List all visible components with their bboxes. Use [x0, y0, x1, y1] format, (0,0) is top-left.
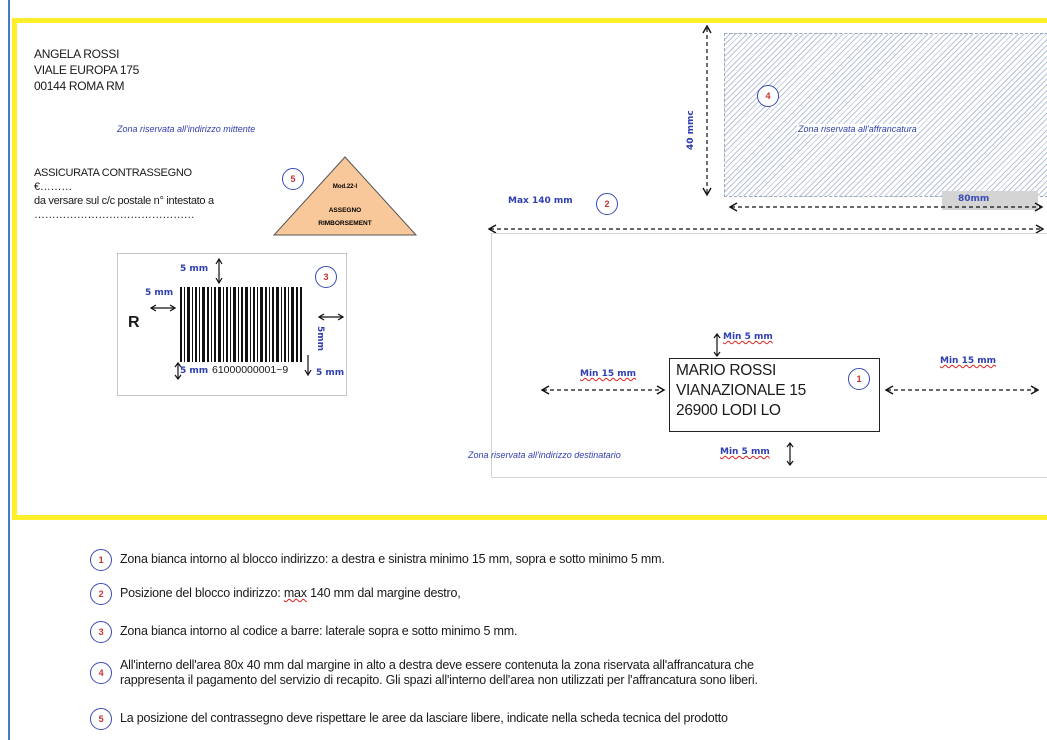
marker-4: 4: [757, 85, 779, 107]
triangle-mod: Mod.22-I: [333, 184, 358, 190]
min15-right-arrow-icon: [884, 385, 1040, 395]
legend-marker-5: 5: [90, 708, 112, 730]
marker-5: 5: [282, 168, 304, 190]
recipient-street: VIANAZIONALE 15: [676, 382, 806, 399]
barcode-right-margin: 5mm: [315, 326, 325, 352]
stamp-zone-label: Zona riservata all'affrancatura: [797, 124, 918, 134]
height-40-arrow-icon: [702, 25, 712, 197]
barcode-bottom-left-margin: 5 mm: [180, 366, 209, 376]
sender-city: 00144 ROMA RM: [34, 79, 125, 93]
min5-bottom-label: Min 5 mm: [720, 447, 770, 457]
recipient-zone-label: Zona riservata all'indirizzo destinatari…: [468, 450, 621, 460]
recipient-address-block: MARIO ROSSI VIANAZIONALE 15 26900 LODI L…: [669, 358, 880, 432]
cod-triangle: Mod.22-I ASSEGNO RIMBORSEMENT: [272, 156, 418, 236]
min5-top-text: Min 5 mm: [723, 332, 773, 342]
triangle-line1: ASSEGNO: [329, 207, 362, 214]
stamp-zone: [724, 33, 1047, 197]
min15-right-label: Min 15 mm: [940, 356, 996, 366]
legend-text-1: Zona bianca intorno al blocco indirizzo:…: [120, 552, 665, 566]
marker-1: 1: [848, 368, 870, 390]
legend-text-4a: All'interno dell'area 80x 40 mm dal marg…: [120, 658, 754, 672]
legend-text-2c: 140 mm dal margine destro,: [306, 586, 461, 600]
marker-2: 2: [596, 193, 618, 215]
recipient-name: MARIO ROSSI: [676, 362, 777, 379]
cod-title: ASSICURATA CONTRASSEGNO: [34, 167, 192, 179]
min5-top-label: Min 5 mm: [723, 332, 773, 342]
max-140-arrow-icon: [487, 224, 1045, 234]
barcode-right-arrow-icon: [318, 313, 344, 321]
recipient-zone: [491, 233, 1047, 478]
barcode-bottom-right-margin: 5 mm: [316, 368, 345, 378]
cod-amount: €………: [34, 181, 72, 193]
legend-text-2a: Posizione del blocco indirizzo:: [120, 586, 284, 600]
max-140-label: Max 140 mm: [508, 196, 573, 206]
barcode-bottom-arrow-icon: [174, 362, 182, 380]
cod-dots: ………………………………………: [34, 209, 195, 221]
legend-item-5: 5 La posizione del contrassegno deve ris…: [90, 708, 728, 730]
sender-address: ANGELA ROSSI VIALE EUROPA 175 00144 ROMA…: [34, 46, 139, 94]
legend-text-2b: max: [283, 586, 307, 600]
sender-name: ANGELA ROSSI: [34, 47, 120, 61]
sender-zone-label: Zona riservata all'indirizzo mittente: [117, 124, 256, 134]
legend-marker-3: 3: [90, 621, 112, 643]
legend-item-2: 2 Posizione del blocco indirizzo: max 14…: [90, 583, 461, 605]
barcode-zone: [117, 253, 347, 396]
cod-account: da versare sul c/c postale n° intestato …: [34, 195, 214, 207]
width-80-label: 80mm: [958, 194, 990, 204]
barcode-top-margin: 5 mm: [180, 264, 209, 274]
width-80-arrow-icon: [728, 202, 1044, 212]
legend-marker-4: 4: [90, 662, 112, 684]
page-left-edge: [8, 0, 10, 740]
barcode-number: 61000000001~9: [212, 364, 289, 376]
barcode-letter: R: [128, 314, 140, 331]
min15-left-text: Min 15 mm: [580, 369, 636, 379]
min15-right-text: Min 15 mm: [940, 356, 996, 366]
min15-left-label: Min 15 mm: [580, 369, 636, 379]
recipient-city: 26900 LODI LO: [676, 402, 781, 419]
min5-bottom-text: Min 5 mm: [720, 447, 770, 457]
legend-marker-2: 2: [90, 583, 112, 605]
legend-item-3: 3 Zona bianca intorno al codice a barre:…: [90, 621, 517, 643]
barcode-left-arrow-icon: [150, 304, 176, 312]
legend-item-1: 1 Zona bianca intorno al blocco indirizz…: [90, 549, 665, 571]
legend-text-4: All'interno dell'area 80x 40 mm dal marg…: [120, 658, 758, 688]
barcode-bottom-right-arrow-icon: [304, 355, 312, 376]
legend-item-4: 4 All'interno dell'area 80x 40 mm dal ma…: [90, 658, 758, 688]
legend-text-5: La posizione del contrassegno deve rispe…: [120, 711, 728, 725]
marker-3: 3: [315, 266, 337, 288]
width-80-band: [942, 191, 1038, 210]
barcode-top-arrow-icon: [215, 258, 223, 284]
sender-street: VIALE EUROPA 175: [34, 63, 140, 77]
min5-top-arrow-icon: [713, 333, 721, 357]
triangle-line2: RIMBORSEMENT: [318, 220, 371, 227]
barcode-left-margin: 5 mm: [145, 288, 174, 298]
legend-text-3: Zona bianca intorno al codice a barre: l…: [120, 624, 518, 638]
cod-text: ASSICURATA CONTRASSEGNO €……… da versare …: [34, 166, 214, 222]
barcode-image: [180, 287, 302, 362]
min5-bottom-arrow-icon: [786, 442, 794, 466]
min15-left-arrow-icon: [540, 385, 666, 395]
legend-text-2: Posizione del blocco indirizzo: max 140 …: [120, 583, 461, 600]
legend-text-4b: rappresenta il pagamento del servizio di…: [120, 673, 758, 687]
legend-marker-1: 1: [90, 549, 112, 571]
height-40-label: 40 mmc: [686, 110, 696, 150]
